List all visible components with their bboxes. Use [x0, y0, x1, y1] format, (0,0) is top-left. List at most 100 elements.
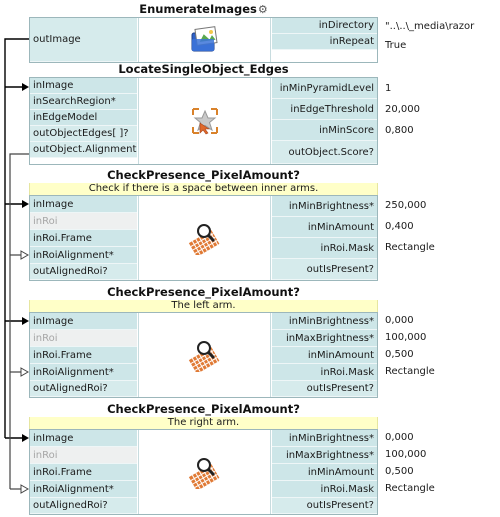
node-title: EnumerateImages⚙	[29, 1, 378, 17]
node-body: inImage inRoi inRoi.Frame inRoiAlignment…	[29, 195, 378, 281]
param-in-min-pyramid-level[interactable]: inMinPyramidLevel	[272, 78, 377, 99]
arrow-head	[20, 250, 30, 260]
param-in-min-amount[interactable]: inMinAmount	[272, 464, 377, 481]
node-body: inImage inRoi inRoi.Frame inRoiAlignment…	[29, 429, 378, 515]
param-ports: inMinBrightness* inMaxBrightness* inMinA…	[272, 313, 377, 397]
node-title: CheckPresence_PixelAmount?	[107, 402, 300, 416]
tool-icon-box	[138, 313, 271, 397]
node-locate-single-object[interactable]: LocateSingleObject_Edges inImage inSearc…	[29, 61, 378, 165]
node-enumerate-images[interactable]: EnumerateImages⚙ outImage inDirectory in…	[29, 1, 378, 63]
param-in-roi-mask[interactable]: inRoi.Mask	[272, 481, 377, 498]
port-in-roi[interactable]: inRoi	[30, 330, 137, 347]
port-in-roi-frame[interactable]: inRoi.Frame	[30, 230, 137, 247]
param-in-max-brightness[interactable]: inMaxBrightness*	[272, 330, 377, 347]
value-in-min-amount[interactable]: 0,400	[385, 221, 414, 232]
port-in-image[interactable]: inImage	[30, 430, 137, 447]
param-in-min-brightness[interactable]: inMinBrightness*	[272, 313, 377, 330]
node-check-presence-inner[interactable]: CheckPresence_PixelAmount? Check if ther…	[29, 167, 378, 281]
arrow-head	[20, 484, 30, 494]
param-out-is-present[interactable]: outIsPresent?	[272, 381, 377, 397]
node-body: outImage inDirectory inRepeat	[29, 17, 378, 63]
tool-icon-box	[138, 18, 271, 62]
value-in-directory[interactable]: "..\..\_media\razor	[385, 21, 475, 32]
node-body: inImage inSearchRegion* inEdgeModel outO…	[29, 77, 378, 165]
node-comment: Check if there is a space between inner …	[29, 183, 378, 195]
pixel-magnifier-icon	[188, 458, 219, 489]
param-in-repeat[interactable]: inRepeat	[272, 34, 377, 50]
value-in-roi-mask[interactable]: Rectangle	[385, 366, 435, 377]
param-in-max-brightness[interactable]: inMaxBrightness*	[272, 447, 377, 464]
port-in-roi[interactable]: inRoi	[30, 447, 137, 464]
port-in-edge-model[interactable]: inEdgeModel	[30, 110, 137, 126]
node-check-presence-right-arm[interactable]: CheckPresence_PixelAmount? The right arm…	[29, 401, 378, 515]
param-out-is-present[interactable]: outIsPresent?	[272, 498, 377, 514]
port-in-roi-frame[interactable]: inRoi.Frame	[30, 347, 137, 364]
arrow-head	[22, 200, 29, 208]
param-in-min-brightness[interactable]: inMinBrightness*	[272, 196, 377, 217]
arrow-head	[22, 434, 29, 442]
value-in-min-brightness[interactable]: 0,000	[385, 315, 414, 326]
port-in-image[interactable]: inImage	[30, 313, 137, 330]
input-ports: inImage inRoi inRoi.Frame inRoiAlignment…	[30, 196, 137, 280]
output-ports: outImage	[30, 18, 137, 62]
value-in-roi-mask[interactable]: Rectangle	[385, 483, 435, 494]
param-in-min-score[interactable]: inMinScore	[272, 120, 377, 141]
wire-image	[4, 38, 29, 438]
node-body: inImage inRoi inRoi.Frame inRoiAlignment…	[29, 312, 378, 398]
node-check-presence-left-arm[interactable]: CheckPresence_PixelAmount? The left arm.…	[29, 284, 378, 398]
port-out-aligned-roi[interactable]: outAlignedRoi?	[30, 498, 137, 514]
param-in-edge-threshold[interactable]: inEdgeThreshold	[272, 99, 377, 120]
param-out-object-score[interactable]: outObject.Score?	[272, 141, 377, 164]
param-in-directory[interactable]: inDirectory	[272, 18, 377, 34]
port-in-roi-alignment[interactable]: inRoiAlignment*	[30, 481, 137, 498]
value-in-min-score[interactable]: 0,800	[385, 125, 414, 136]
param-in-roi-mask[interactable]: inRoi.Mask	[272, 238, 377, 259]
arrow-head	[20, 367, 30, 377]
value-in-edge-threshold[interactable]: 20,000	[385, 104, 420, 115]
input-ports: inImage inRoi inRoi.Frame inRoiAlignment…	[30, 313, 137, 397]
gear-icon[interactable]: ⚙	[257, 3, 268, 16]
port-out-object-alignment[interactable]: outObject.Alignment?	[30, 142, 137, 158]
node-title: CheckPresence_PixelAmount?	[107, 168, 300, 182]
value-in-max-brightness[interactable]: 100,000	[385, 449, 427, 460]
value-in-repeat[interactable]: True	[385, 40, 407, 51]
tool-icon-box	[138, 196, 271, 280]
node-title: LocateSingleObject_Edges	[118, 62, 289, 76]
arrow-head	[22, 317, 29, 325]
value-in-min-pyramid-level[interactable]: 1	[385, 83, 392, 94]
value-in-min-brightness[interactable]: 250,000	[385, 200, 427, 211]
param-ports: inDirectory inRepeat	[272, 18, 377, 50]
value-in-min-amount[interactable]: 0,500	[385, 349, 414, 360]
port-in-roi-frame[interactable]: inRoi.Frame	[30, 464, 137, 481]
param-ports: inMinPyramidLevel inEdgeThreshold inMinS…	[272, 78, 377, 164]
param-ports: inMinBrightness* inMinAmount inRoi.Mask …	[272, 196, 377, 280]
node-comment: The left arm.	[29, 300, 378, 312]
param-ports: inMinBrightness* inMaxBrightness* inMinA…	[272, 430, 377, 514]
port-in-roi-alignment[interactable]: inRoiAlignment*	[30, 364, 137, 381]
wire-alignment	[9, 153, 29, 489]
port-in-image[interactable]: inImage	[30, 196, 137, 213]
port-in-roi[interactable]: inRoi	[30, 213, 137, 230]
param-out-is-present[interactable]: outIsPresent?	[272, 259, 377, 280]
port-out-aligned-roi[interactable]: outAlignedRoi?	[30, 264, 137, 280]
port-in-search-region[interactable]: inSearchRegion*	[30, 94, 137, 110]
value-in-roi-mask[interactable]: Rectangle	[385, 242, 435, 253]
param-in-min-brightness[interactable]: inMinBrightness*	[272, 430, 377, 447]
port-in-image[interactable]: inImage	[30, 78, 137, 94]
port-in-roi-alignment[interactable]: inRoiAlignment*	[30, 247, 137, 264]
port-out-image[interactable]: outImage	[30, 18, 137, 62]
param-in-min-amount[interactable]: inMinAmount	[272, 217, 377, 238]
input-ports: inImage inSearchRegion* inEdgeModel outO…	[30, 78, 137, 158]
value-in-min-brightness[interactable]: 0,000	[385, 432, 414, 443]
node-title: CheckPresence_PixelAmount?	[107, 285, 300, 299]
image-folder-icon	[191, 26, 218, 52]
locate-star-icon	[191, 108, 218, 135]
param-in-roi-mask[interactable]: inRoi.Mask	[272, 364, 377, 381]
port-out-aligned-roi[interactable]: outAlignedRoi?	[30, 381, 137, 397]
value-in-min-amount[interactable]: 0,500	[385, 466, 414, 477]
port-out-object-edges[interactable]: outObjectEdges[ ]?	[30, 126, 137, 142]
param-in-min-amount[interactable]: inMinAmount	[272, 347, 377, 364]
tool-icon-box	[138, 430, 271, 514]
value-in-max-brightness[interactable]: 100,000	[385, 332, 427, 343]
